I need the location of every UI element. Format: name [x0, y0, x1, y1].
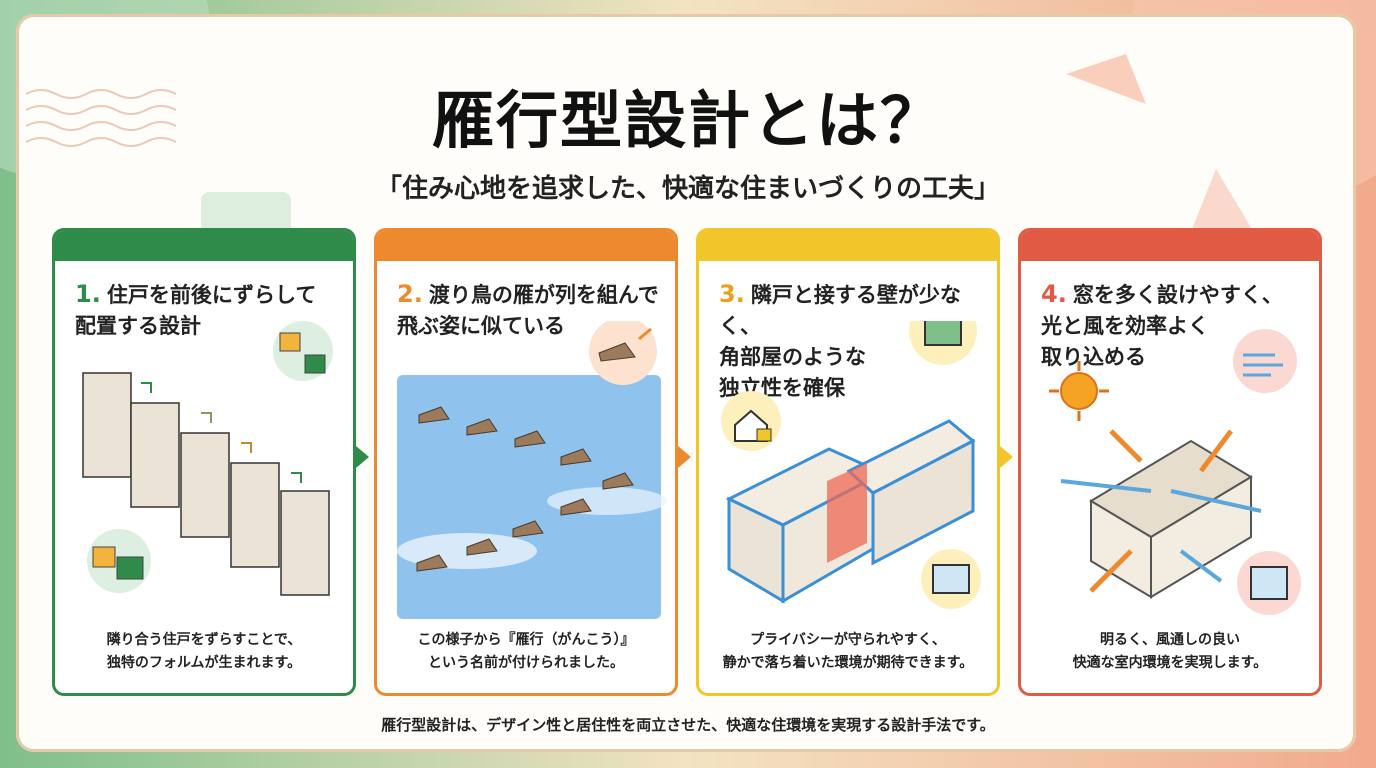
step-card-3: 3.隣戸と接する壁が少なく、 角部屋のような 独立性を確保 プライバシーが守られ… [696, 228, 1000, 696]
card-header-bar [1021, 231, 1319, 261]
step-number: 4. [1041, 280, 1067, 308]
page-title: 雁行型設計とは？ [431, 84, 944, 157]
heading-text: 渡り鳥の雁が列を組んで 飛ぶ姿に似ている [397, 283, 659, 338]
light-wind-illustration [1049, 329, 1301, 615]
geese-illustration [397, 321, 667, 619]
goose-icon [589, 321, 657, 385]
blocks-icon [87, 529, 151, 593]
step-card-1: 1.住戸を前後にずらして 配置する設計 隣り合う住戸をずらすことで、 独特のフォ… [52, 228, 356, 696]
card-caption: この様子から『雁行（がんこう）』 という名前が付けられました。 [417, 632, 635, 671]
card-caption: 隣り合う住戸をずらすことで、 独特のフォルムが生まれます。 [106, 632, 302, 671]
flow-arrow [678, 446, 691, 468]
card-caption: 明るく、風通しの良い 快適な室内環境を実現します。 [1072, 632, 1268, 671]
card-header-bar [377, 231, 675, 261]
curtain-icon [1237, 551, 1301, 615]
house-lock-icon [721, 391, 781, 451]
card-heading: 1.住戸を前後にずらして 配置する設計 [75, 279, 345, 342]
heading-text: 住戸を前後にずらして 配置する設計 [75, 283, 317, 338]
heading-text: 窓を多く設けやすく、 光と風を効率よく 取り込める [1041, 283, 1283, 369]
card-header-bar [699, 231, 997, 261]
wind-icon [1233, 329, 1297, 393]
sun-icon [1049, 361, 1109, 421]
step-card-2: 2.渡り鳥の雁が列を組んで 飛ぶ姿に似ている この様子から『雁行（がんこう）』 … [374, 228, 678, 696]
staggered-blocks-icon [273, 321, 333, 381]
flow-arrow [1000, 446, 1013, 468]
step-number: 1. [75, 280, 101, 308]
card-heading: 2.渡り鳥の雁が列を組んで 飛ぶ姿に似ている [397, 279, 667, 342]
card-heading: 4.窓を多く設けやすく、 光と風を効率よく 取り込める [1041, 279, 1311, 373]
flow-arrow [356, 446, 369, 468]
step-card-4: 4.窓を多く設けやすく、 光と風を効率よく 取り込める 明るく、風通しの良い 快… [1018, 228, 1322, 696]
window-icon [909, 321, 977, 365]
page-subtitle: 「住み心地を追求した、快適な住まいづくりの工夫」 [375, 174, 1000, 204]
card-header-bar [55, 231, 353, 261]
footer-summary: 雁行型設計は、デザイン性と居住性を両立させた、快適な住環境を実現する設計手法です… [381, 716, 995, 734]
adjacent-units-illustration [721, 321, 981, 609]
open-window-icon [921, 549, 981, 609]
step-number: 3. [719, 280, 745, 308]
staggered-blocks-illustration [82, 321, 333, 596]
step-number: 2. [397, 280, 423, 308]
card-caption: プライバシーが守られやすく、 静かで落ち着いた環境が期待できます。 [722, 632, 974, 671]
